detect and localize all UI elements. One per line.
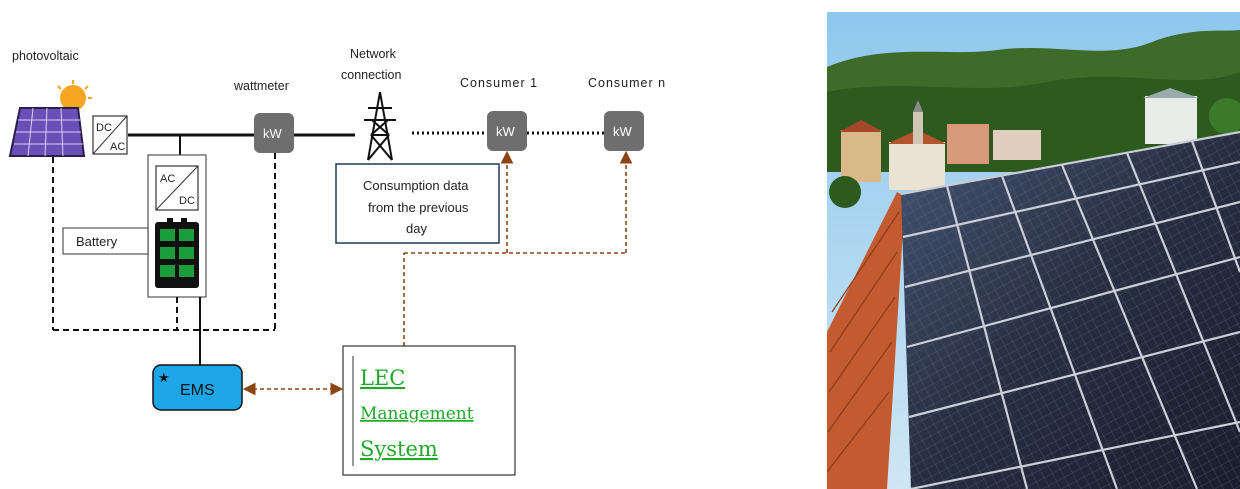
lec-line3: System [360, 437, 438, 461]
transmission-tower-icon [364, 91, 396, 161]
measurement-lines [52, 153, 276, 331]
solar-panel-icon [8, 80, 92, 157]
ems-label: EMS [180, 382, 215, 399]
consumption-data-box: Consumption data from the previous day [335, 163, 500, 244]
battery-inverter-ac-text: AC [160, 173, 175, 185]
consumption-line1: Consumption data [363, 178, 469, 193]
rooftop-solar-panels-photo [827, 12, 1240, 489]
consumer1-unit: kW [496, 124, 516, 139]
network-label-line2: connection [341, 68, 402, 82]
consumer1-meter-box: kW [487, 111, 527, 151]
battery-inverter-dc-text: DC [179, 195, 195, 207]
consumption-line3: day [406, 221, 427, 236]
ems-star-icon: ★ [158, 371, 170, 386]
wattmeter-label: wattmeter [233, 79, 289, 93]
inverter-dc-text: DC [96, 122, 112, 134]
consumern-label: Consumer n [588, 76, 666, 90]
data-lines [242, 150, 633, 396]
photovoltaic-label: photovoltaic [12, 49, 79, 63]
inverter-dc-ac-icon: DC AC [92, 115, 128, 155]
battery-label-box: Battery [62, 227, 149, 255]
consumer1-label: Consumer 1 [460, 76, 538, 90]
lec-management-box: LEC Management System [342, 345, 516, 476]
consumern-unit: kW [613, 124, 633, 139]
battery-unit: AC DC [147, 154, 207, 298]
ems-box: ★ EMS [152, 364, 243, 411]
inverter-ac-text: AC [110, 141, 125, 153]
wattmeter-unit: kW [263, 126, 283, 141]
consumern-meter-box: kW [604, 111, 644, 151]
lec-system-diagram: photovoltaic wattmeter Network connectio… [8, 47, 666, 476]
consumption-line2: from the previous [368, 200, 469, 215]
lec-line1: LEC [360, 366, 405, 390]
battery-label: Battery [76, 234, 118, 249]
wattmeter-box: kW [254, 113, 294, 153]
lec-line2: Management [360, 404, 474, 424]
network-label-line1: Network [350, 47, 397, 61]
battery-icon [155, 218, 199, 288]
